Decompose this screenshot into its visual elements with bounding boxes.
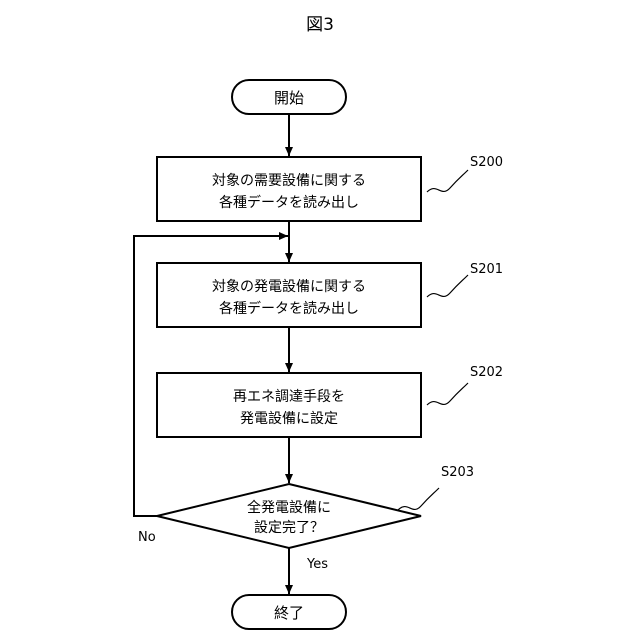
branch-no-label: No <box>138 530 156 545</box>
step-s201-line2: 各種データを読み出し <box>219 300 359 317</box>
step-s200-line1: 対象の需要設備に関する <box>212 173 366 189</box>
step-s200-box <box>157 157 421 221</box>
start-label: 開始 <box>274 89 304 107</box>
step-s200-line2: 各種データを読み出し <box>219 194 359 211</box>
decision-s203-label: S203 <box>441 465 474 480</box>
step-s202-label: S202 <box>470 365 503 380</box>
step-s201-line1: 対象の発電設備に関する <box>212 279 366 295</box>
figure-title: 図3 <box>306 15 334 35</box>
step-s200-label: S200 <box>470 155 503 170</box>
decision-s203-line1: 全発電設備に <box>247 499 331 516</box>
end-label: 終了 <box>274 604 304 622</box>
step-s202-line2: 発電設備に設定 <box>240 411 338 427</box>
decision-s203-line2: 設定完了？ <box>254 520 324 536</box>
step-s201-label: S201 <box>470 262 503 277</box>
decision-s203-leader <box>398 488 439 510</box>
step-s202-leader <box>427 383 468 405</box>
step-s201-box <box>157 263 421 327</box>
step-s202-line1: 再エネ調達手段を <box>233 389 345 405</box>
decision-s203-diamond <box>157 484 421 548</box>
step-s202-box <box>157 373 421 437</box>
branch-yes-label: Yes <box>306 557 328 572</box>
step-s201-leader <box>427 275 468 297</box>
step-s200-leader <box>427 170 468 192</box>
